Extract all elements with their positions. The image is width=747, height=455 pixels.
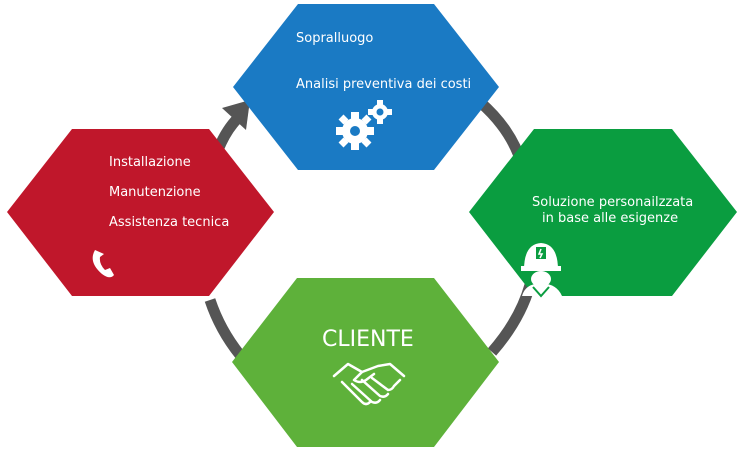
center-title: CLIENTE xyxy=(322,327,414,352)
left-line-2: Manutenzione xyxy=(109,185,201,200)
phone-icon xyxy=(92,250,114,278)
cycle-arrowhead xyxy=(222,100,250,130)
top-line-1: Sopralluogo xyxy=(296,31,374,46)
left-line-1: Installazione xyxy=(109,155,191,170)
gears-icon xyxy=(336,100,392,150)
worker-helmet-icon xyxy=(521,243,562,298)
top-line-2: Analisi preventiva dei costi xyxy=(296,77,472,92)
hexagon-top xyxy=(233,4,499,170)
left-line-3: Assistenza tecnica xyxy=(109,215,230,230)
ring-segment-bottom-left xyxy=(204,298,245,359)
right-line-1: Soluzione personailzzata xyxy=(532,195,694,210)
right-line-2: in base alle esigenze xyxy=(542,211,679,226)
hexagon-left xyxy=(7,129,274,296)
handshake-icon xyxy=(332,362,406,406)
hexagon-center xyxy=(232,278,499,447)
